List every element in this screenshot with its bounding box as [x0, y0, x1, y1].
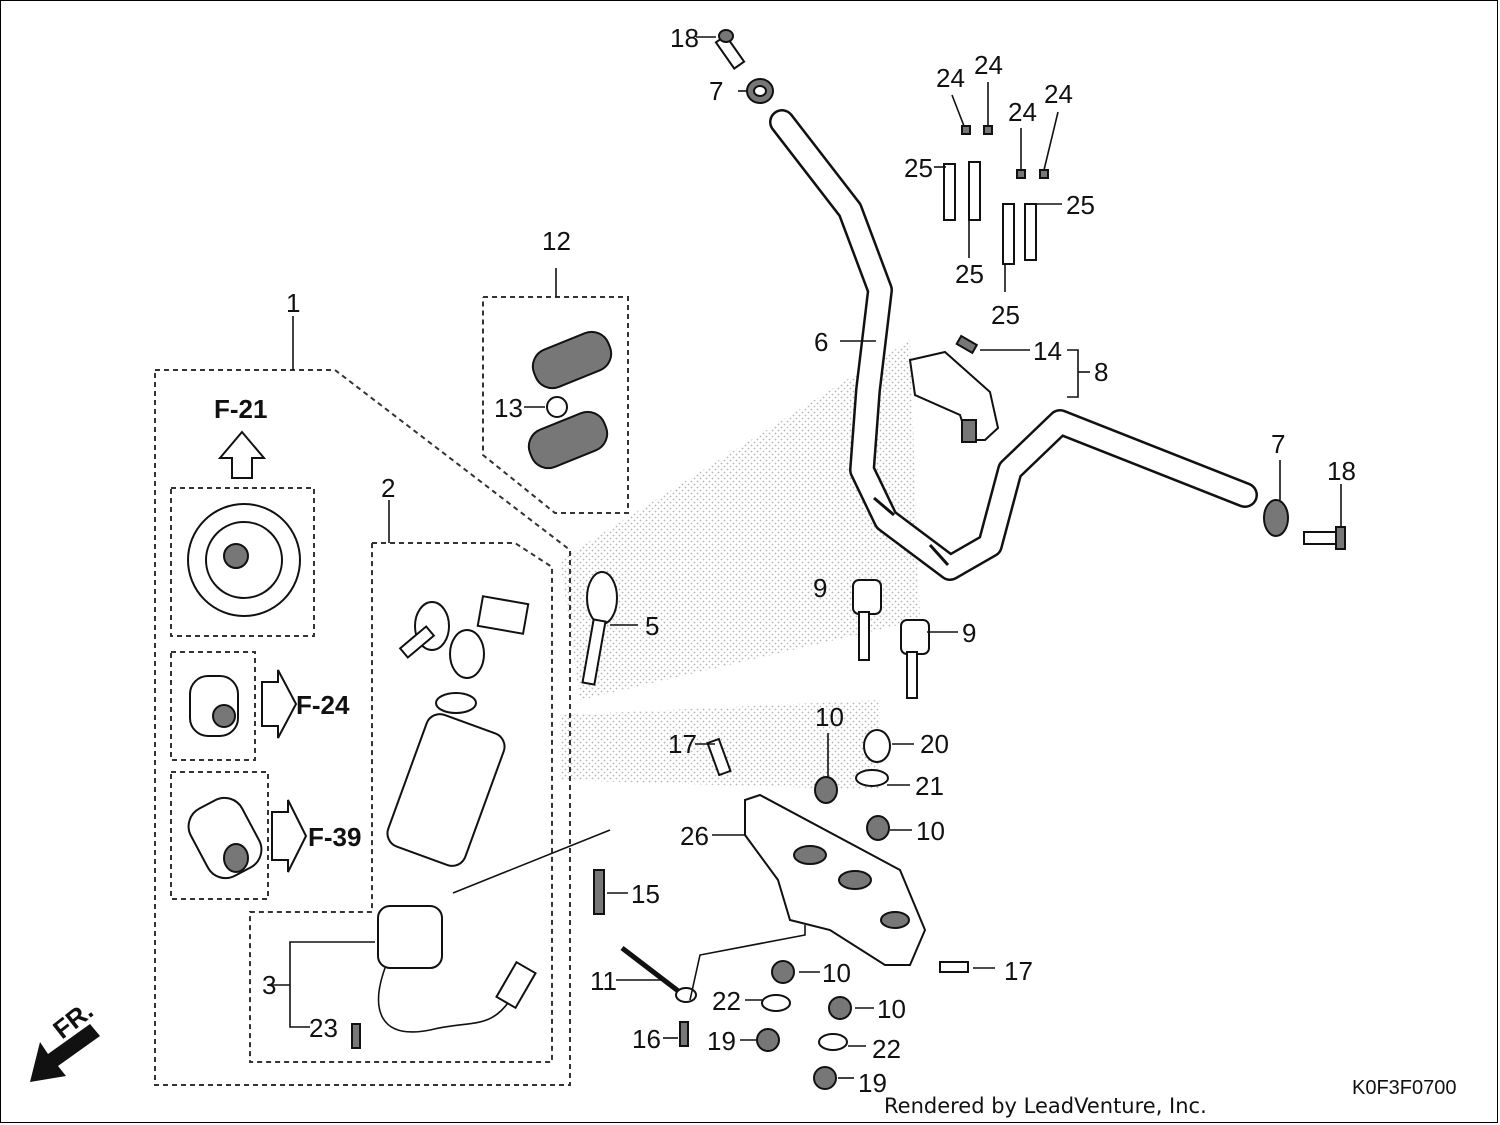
- top-bridge: [744, 793, 927, 966]
- callout-23: 23: [309, 1013, 338, 1043]
- arrow-right-f39: [271, 799, 308, 873]
- callout-16: 16: [632, 1024, 661, 1054]
- callout-5: 5: [645, 611, 659, 641]
- arrow-up-f21: [217, 430, 267, 479]
- callout-14: 14: [1033, 336, 1062, 366]
- bar-end-weight-left: [746, 78, 774, 104]
- wire-clamp: [620, 946, 697, 1047]
- seat-lock: [189, 675, 239, 737]
- group-12-outline: [482, 296, 629, 514]
- callout-20: 20: [920, 729, 949, 759]
- seat-lock-box: [170, 651, 256, 761]
- bar-end-bolt-right: [1303, 526, 1346, 550]
- callout-24-d: 24: [1044, 79, 1073, 109]
- callout-18-b: 18: [1327, 456, 1356, 486]
- fuel-cap: [187, 503, 301, 617]
- credit-text: Rendered by LeadVenture, Inc.: [884, 1094, 1207, 1118]
- callout-13: 13: [494, 393, 523, 423]
- holder-bolts: [943, 161, 1037, 265]
- smart-key: [527, 330, 613, 470]
- upper-handlebar-holder: [908, 350, 1000, 443]
- callout-25-b: 25: [955, 259, 984, 289]
- bar-end-weight-right: [1263, 499, 1289, 537]
- switch-harness: [351, 905, 537, 1049]
- bar-end-bolt-left: [714, 29, 746, 70]
- callout-3: 3: [262, 970, 276, 1000]
- front-arrow-icon: [30, 1024, 100, 1082]
- callout-10-a: 10: [815, 702, 844, 732]
- callout-19-b: 19: [858, 1068, 887, 1098]
- callout-labels: 1 2 3 5 6 7 7 8 9 9 10 10 10 10 11 12 13…: [262, 23, 1356, 1098]
- figure-ref-f24: F-24: [296, 690, 350, 720]
- callout-26: 26: [680, 821, 709, 851]
- callout-15: 15: [631, 879, 660, 909]
- callout-8: 8: [1094, 357, 1108, 387]
- callout-19-a: 19: [707, 1026, 736, 1056]
- figure-ref-f21: F-21: [214, 394, 267, 424]
- callout-18-a: 18: [670, 23, 699, 53]
- callout-22-a: 22: [712, 986, 741, 1016]
- fuel-cap-box: [170, 487, 315, 637]
- lower-holder-left: [852, 579, 882, 661]
- callout-24-c: 24: [1008, 97, 1037, 127]
- callout-1: 1: [286, 288, 300, 318]
- callout-6: 6: [814, 327, 828, 357]
- callout-10-d: 10: [877, 994, 906, 1024]
- callout-24-a: 24: [936, 63, 965, 93]
- callout-7-right: 7: [1271, 429, 1285, 459]
- arrow-right-f24: [261, 669, 298, 739]
- callout-17-a: 17: [668, 729, 697, 759]
- lower-holder-right: [900, 619, 930, 699]
- callout-7-left: 7: [709, 76, 723, 106]
- callout-25-a: 25: [904, 153, 933, 183]
- callout-17-b: 17: [1004, 956, 1033, 986]
- callout-12: 12: [542, 226, 571, 256]
- key: [581, 571, 618, 686]
- callout-9-left: 9: [813, 573, 827, 603]
- small-parts: [593, 729, 969, 1090]
- ignition-switch: [386, 595, 530, 867]
- key-cylinder: [187, 796, 263, 880]
- cylinder-box: [170, 771, 269, 900]
- callout-25-c: 25: [991, 300, 1020, 330]
- callout-10-b: 10: [916, 816, 945, 846]
- callout-10-c: 10: [822, 958, 851, 988]
- holder-cap: [955, 334, 979, 355]
- leader-lines: [270, 36, 1342, 1079]
- callout-25-d: 25: [1066, 190, 1095, 220]
- callout-21: 21: [915, 771, 944, 801]
- handlebar: [769, 109, 1258, 581]
- callout-11: 11: [590, 966, 617, 996]
- callout-9-right: 9: [962, 618, 976, 648]
- group-2-outline: [249, 542, 553, 1063]
- callout-24-b: 24: [974, 50, 1003, 80]
- callout-22-b: 22: [872, 1034, 901, 1064]
- callout-2: 2: [381, 473, 395, 503]
- figure-refs: F-21 F-24 F-39: [214, 394, 361, 852]
- diagram-code: K0F3F0700: [1352, 1077, 1457, 1099]
- figure-ref-f39: F-39: [308, 822, 361, 852]
